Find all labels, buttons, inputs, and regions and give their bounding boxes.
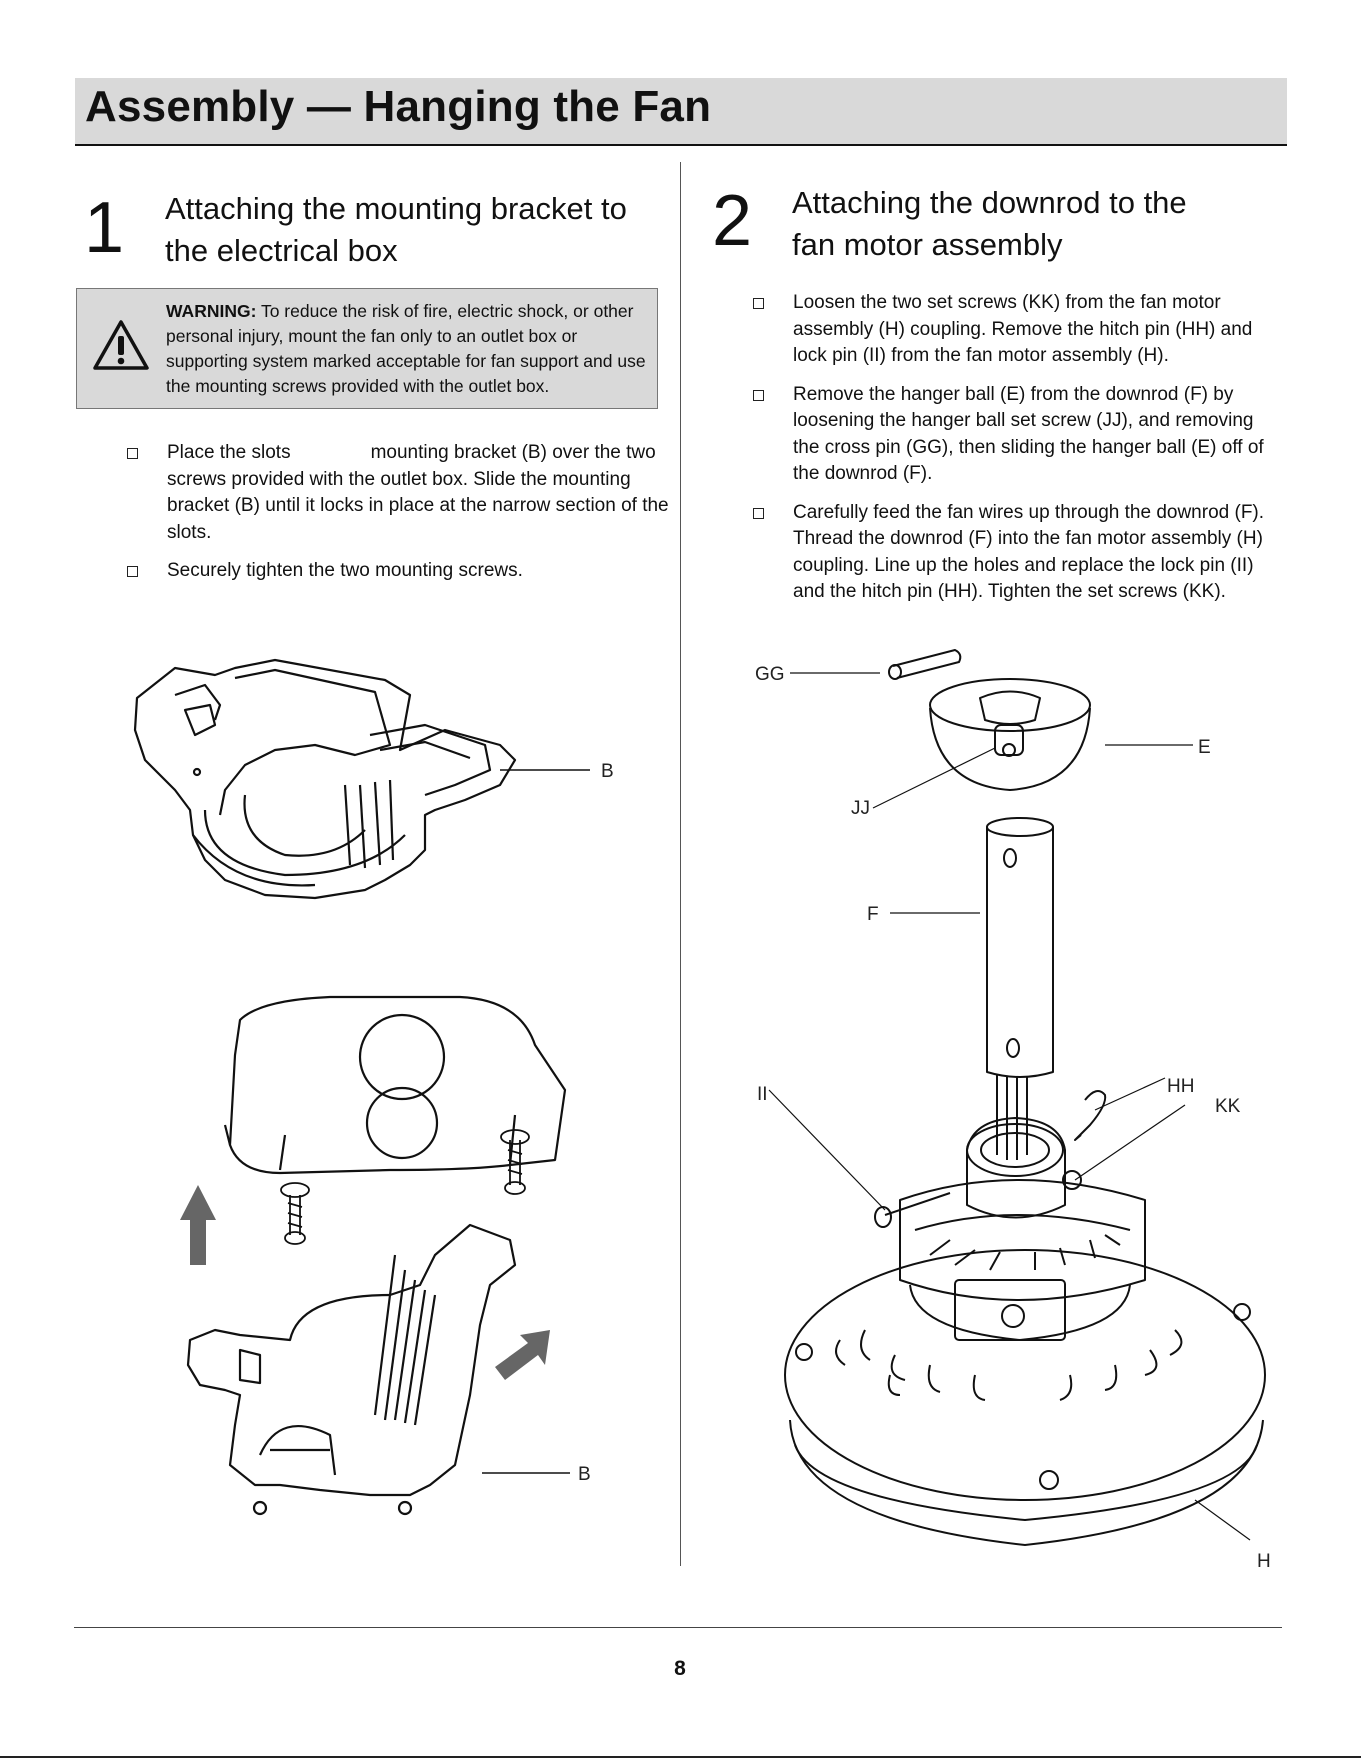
footer-rule xyxy=(74,1627,1282,1628)
warning-box: WARNING: To reduce the risk of fire, ele… xyxy=(76,288,658,409)
step-2-bullets: Loosen the two set screws (KK) from the … xyxy=(753,290,1273,618)
downrod-motor-diagram: GG E JJ F II HH KK H xyxy=(755,649,1271,1572)
page-number: 8 xyxy=(674,1657,686,1680)
checkbox-icon xyxy=(753,507,764,519)
label-f: F xyxy=(867,904,879,925)
label-b-bottom: B xyxy=(578,1464,591,1485)
outlet-box-diagram: B xyxy=(180,995,591,1516)
step-2-title: Attaching the downrod to the fan motor a… xyxy=(792,182,1187,266)
label-gg: GG xyxy=(755,664,785,685)
step-2-number: 2 xyxy=(712,181,753,261)
step-2-title-line2: fan motor assembly xyxy=(792,227,1063,262)
bottom-rule xyxy=(0,1756,1361,1758)
arrow-diagonal-icon xyxy=(495,1330,550,1380)
warning-body: To reduce the risk of fire, electric sho… xyxy=(166,301,646,396)
header-bar: Assembly — Hanging the Fan xyxy=(75,78,1287,146)
step-1-number: 1 xyxy=(84,188,125,268)
label-ii: II xyxy=(757,1084,768,1105)
label-h: H xyxy=(1257,1551,1271,1572)
arrow-up-icon xyxy=(180,1185,216,1265)
warning-triangle-icon xyxy=(93,320,149,370)
warning-label: WARNING: xyxy=(166,301,257,321)
step-1-title-line2: the electrical box xyxy=(165,233,398,268)
checkbox-icon xyxy=(753,298,764,309)
checkbox-icon xyxy=(127,566,138,577)
step-1-title-line1: Attaching the mounting bracket to xyxy=(165,191,627,226)
label-jj: JJ xyxy=(851,798,870,819)
label-kk: KK xyxy=(1215,1096,1241,1117)
label-e: E xyxy=(1198,737,1211,758)
mounting-bracket-diagram: B xyxy=(133,658,614,900)
label-b-top: B xyxy=(601,761,614,782)
step-1-title: Attaching the mounting bracket to the el… xyxy=(165,188,627,272)
checkbox-icon xyxy=(127,448,138,459)
list-item: Carefully feed the fan wires up through … xyxy=(753,500,1273,606)
list-item: Securely tighten the two mounting screws… xyxy=(127,558,672,585)
step-2-title-line1: Attaching the downrod to the xyxy=(792,185,1187,220)
warning-text: WARNING: To reduce the risk of fire, ele… xyxy=(166,299,646,399)
column-divider xyxy=(680,162,681,1566)
checkbox-icon xyxy=(753,389,764,401)
label-hh: HH xyxy=(1167,1076,1194,1097)
list-item: Remove the hanger ball (E) from the down… xyxy=(753,382,1273,488)
page-title: Assembly — Hanging the Fan xyxy=(85,82,712,131)
list-item: Loosen the two set screws (KK) from the … xyxy=(753,290,1273,370)
